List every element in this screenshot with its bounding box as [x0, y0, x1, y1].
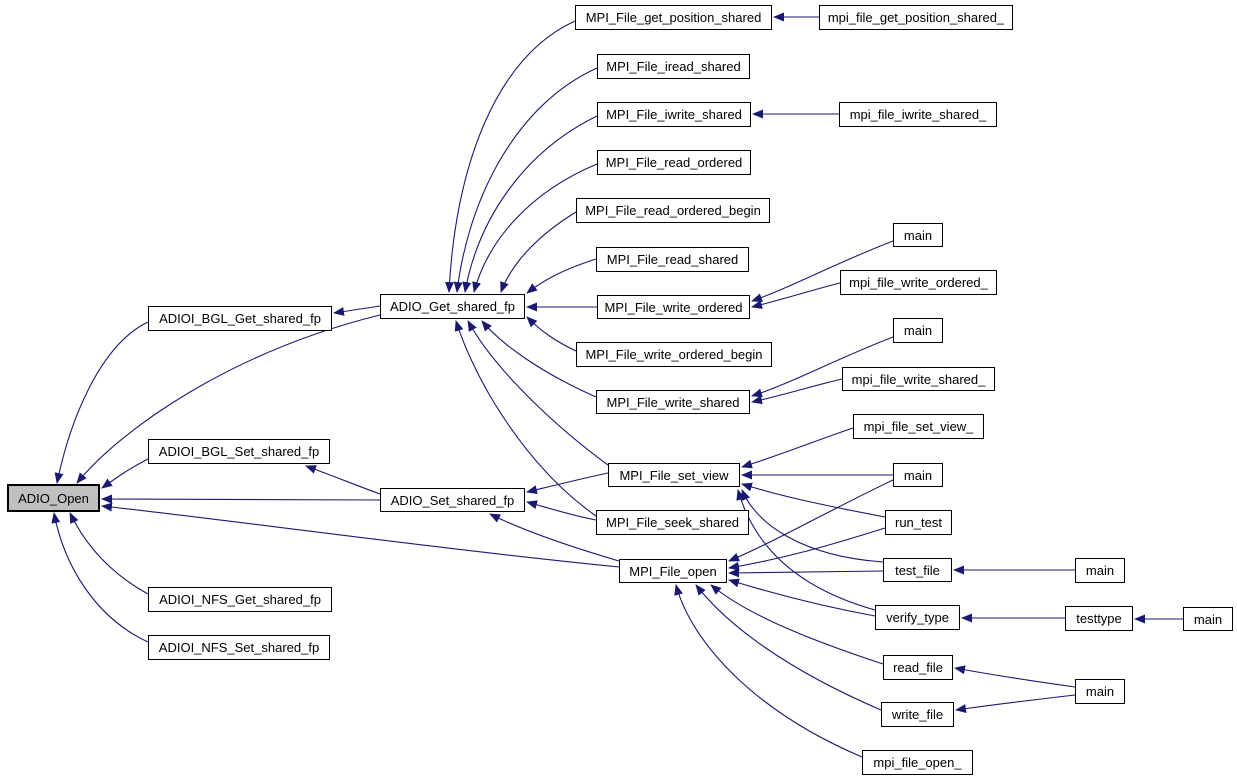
- edge-mpi_file_seek_shared-to-adio_set_shared_fp: [526, 500, 597, 521]
- edge-main_5-to-write_file: [955, 694, 1076, 714]
- node-main_4[interactable]: main: [1075, 558, 1125, 583]
- edge-mpi_file_get_position_shared-to-adio_get_shared_fp: [444, 20, 576, 293]
- edge-mpi_file_iwrite_shared-to-adio_get_shared_fp: [462, 115, 598, 293]
- edge-adioi_bgl_get_shared_fp-to-adio_open: [54, 321, 149, 484]
- node-mpi_file_write_ordered[interactable]: MPI_File_write_ordered: [597, 295, 750, 319]
- node-f_mpi_file_set_view[interactable]: mpi_file_set_view_: [853, 414, 984, 439]
- node-mpi_file_iwrite_shared[interactable]: MPI_File_iwrite_shared: [597, 102, 751, 127]
- node-adioi_bgl_get_shared_fp[interactable]: ADIOI_BGL_Get_shared_fp: [148, 306, 332, 331]
- edge-adioi_bgl_set_shared_fp-to-adio_open: [101, 458, 149, 489]
- node-mpi_file_read_shared[interactable]: MPI_File_read_shared: [596, 247, 749, 272]
- node-mpi_file_seek_shared[interactable]: MPI_File_seek_shared: [596, 510, 749, 535]
- edge-f_mpi_file_open-to-mpi_file_open: [674, 584, 863, 758]
- node-main_2[interactable]: main: [893, 318, 943, 343]
- edge-adioi_nfs_set_shared_fp-to-adio_open: [51, 512, 149, 643]
- edge-f_mpi_file_set_view-to-mpi_file_set_view: [741, 427, 854, 469]
- node-testtype[interactable]: testtype: [1065, 606, 1133, 631]
- node-mpi_file_write_shared[interactable]: MPI_File_write_shared: [596, 390, 750, 414]
- edge-mpi_file_open-to-adio_open: [101, 502, 620, 568]
- edge-run_test-to-mpi_file_open: [728, 527, 886, 571]
- node-adio_open: ADIO_Open: [7, 484, 100, 512]
- node-mpi_file_iread_shared[interactable]: MPI_File_iread_shared: [597, 54, 750, 79]
- edge-main_3-to-mpi_file_open: [728, 479, 894, 562]
- node-f_mpi_file_write_shared[interactable]: mpi_file_write_shared_: [842, 367, 995, 391]
- edge-verify_type-to-mpi_file_set_view: [736, 489, 876, 611]
- node-f_mpi_file_write_ordered[interactable]: mpi_file_write_ordered_: [840, 270, 997, 295]
- edge-f_mpi_file_write_ordered-to-mpi_file_write_ordered: [751, 282, 841, 309]
- node-f_mpi_file_get_position_shared[interactable]: mpi_file_get_position_shared_: [819, 5, 1013, 30]
- node-adio_get_shared_fp[interactable]: ADIO_Get_shared_fp: [380, 294, 525, 319]
- edge-main_5-to-read_file: [954, 665, 1076, 688]
- edge-test_file-to-mpi_file_open: [728, 568, 884, 578]
- node-write_file[interactable]: write_file: [881, 702, 954, 727]
- edge-mpi_file_write_shared-to-adio_get_shared_fp: [481, 320, 597, 398]
- edge-mpi_file_write_ordered_begin-to-adio_get_shared_fp: [526, 316, 577, 352]
- node-mpi_file_open[interactable]: MPI_File_open: [619, 559, 727, 583]
- node-main_5[interactable]: main: [1075, 679, 1125, 704]
- node-test_file[interactable]: test_file: [883, 558, 952, 582]
- node-main_3[interactable]: main: [893, 463, 943, 487]
- node-adio_set_shared_fp[interactable]: ADIO_Set_shared_fp: [380, 488, 525, 512]
- node-f_mpi_file_open[interactable]: mpi_file_open_: [862, 750, 973, 775]
- node-run_test[interactable]: run_test: [885, 510, 952, 535]
- edge-adio_get_shared_fp-to-adio_open: [76, 314, 381, 484]
- edge-adio_get_shared_fp-to-adioi_bgl_get_shared_fp: [333, 305, 381, 316]
- edge-mpi_file_read_shared-to-adio_get_shared_fp: [526, 258, 597, 294]
- edge-write_file-to-mpi_file_open: [695, 584, 882, 711]
- node-verify_type[interactable]: verify_type: [875, 605, 960, 630]
- node-adioi_bgl_set_shared_fp[interactable]: ADIOI_BGL_Set_shared_fp: [148, 439, 330, 464]
- edge-test_file-to-mpi_file_set_view: [741, 489, 884, 563]
- edge-adio_set_shared_fp-to-adio_open: [101, 494, 381, 504]
- node-mpi_file_read_ordered_begin[interactable]: MPI_File_read_ordered_begin: [576, 198, 770, 223]
- node-read_file[interactable]: read_file: [883, 655, 953, 680]
- edge-mpi_file_set_view-to-adio_set_shared_fp: [526, 472, 609, 495]
- edge-mpi_file_seek_shared-to-adio_get_shared_fp: [454, 320, 597, 517]
- edge-adioi_nfs_get_shared_fp-to-adio_open: [69, 512, 149, 595]
- node-f_mpi_file_iwrite_shared[interactable]: mpi_file_iwrite_shared_: [839, 102, 997, 127]
- node-main_1[interactable]: main: [893, 223, 943, 247]
- node-adioi_nfs_set_shared_fp[interactable]: ADIOI_NFS_Set_shared_fp: [148, 635, 330, 660]
- edge-main_2-to-mpi_file_write_shared: [751, 336, 894, 398]
- edge-mpi_file_read_ordered_begin-to-adio_get_shared_fp: [500, 211, 577, 293]
- node-mpi_file_get_position_shared[interactable]: MPI_File_get_position_shared: [575, 5, 772, 30]
- edge-f_mpi_file_write_shared-to-mpi_file_write_shared: [751, 378, 843, 405]
- node-mpi_file_write_ordered_begin[interactable]: MPI_File_write_ordered_begin: [576, 342, 772, 367]
- edge-mpi_file_iread_shared-to-adio_get_shared_fp: [453, 67, 598, 293]
- edge-main_1-to-mpi_file_write_ordered: [751, 240, 894, 302]
- node-adioi_nfs_get_shared_fp[interactable]: ADIOI_NFS_Get_shared_fp: [148, 587, 332, 612]
- node-mpi_file_set_view[interactable]: MPI_File_set_view: [608, 463, 740, 487]
- edge-mpi_file_set_view-to-adio_get_shared_fp: [467, 320, 609, 466]
- edge-mpi_file_open-to-adio_set_shared_fp: [489, 513, 620, 562]
- node-main_6[interactable]: main: [1183, 607, 1233, 631]
- edge-adio_set_shared_fp-to-adioi_bgl_set_shared_fp: [305, 465, 381, 495]
- edge-run_test-to-mpi_file_set_view: [741, 482, 886, 518]
- edge-read_file-to-mpi_file_open: [710, 584, 884, 665]
- node-mpi_file_read_ordered[interactable]: MPI_File_read_ordered: [597, 150, 751, 175]
- edge-mpi_file_read_ordered-to-adio_get_shared_fp: [472, 163, 598, 293]
- edge-verify_type-to-mpi_file_open: [728, 578, 876, 617]
